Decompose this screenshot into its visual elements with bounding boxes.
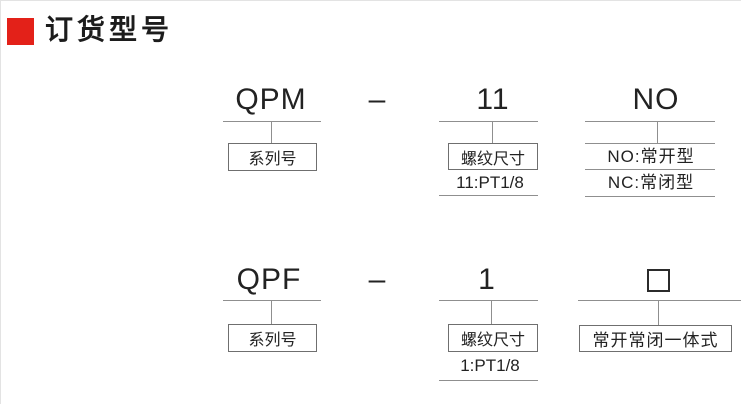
series-label-box: 系列号: [228, 143, 317, 171]
divider-line: [439, 380, 538, 381]
divider-line: [585, 143, 715, 144]
thread-size-label: 螺纹尺寸: [460, 150, 525, 168]
thread-size-code: 11: [476, 83, 510, 116]
underline: [223, 300, 321, 301]
connector-line: [657, 121, 658, 144]
underline: [439, 121, 538, 122]
thread-size-note: 11:PT1/8: [456, 173, 524, 192]
underline: [578, 300, 741, 301]
underline: [223, 121, 321, 122]
divider-line: [585, 196, 715, 197]
thread-size-note: 1:PT1/8: [460, 356, 520, 375]
underline: [439, 300, 538, 301]
connector-line: [271, 300, 272, 324]
section-title: 订货型号: [45, 14, 174, 45]
series-code: QPF: [236, 263, 302, 296]
underline: [585, 121, 715, 122]
series-label: 系列号: [248, 332, 297, 349]
series-label-box: 系列号: [228, 324, 317, 352]
connector-line: [271, 121, 272, 144]
section-marker-icon: [7, 18, 34, 45]
thread-size-code: 1: [478, 263, 496, 296]
thread-size-label-box: 螺纹尺寸: [448, 143, 538, 170]
type-option-no: NO:常开型: [607, 147, 695, 166]
code-separator: –: [368, 83, 386, 116]
thread-size-label-box: 螺纹尺寸: [448, 324, 538, 352]
thread-size-label: 螺纹尺寸: [460, 332, 525, 349]
series-label: 系列号: [248, 151, 297, 168]
divider-line: [585, 169, 715, 170]
integrated-type-label: 常开常闭一体式: [592, 331, 719, 350]
type-code: NO: [632, 83, 680, 116]
code-separator: –: [368, 263, 386, 296]
series-code: QPM: [235, 83, 307, 116]
connector-line: [492, 121, 493, 144]
connector-line: [658, 300, 659, 325]
blank-square-icon: [647, 269, 670, 292]
type-option-nc: NC:常闭型: [607, 173, 695, 192]
integrated-type-label-box: 常开常闭一体式: [579, 325, 732, 352]
connector-line: [491, 300, 492, 324]
divider-line: [439, 195, 538, 196]
